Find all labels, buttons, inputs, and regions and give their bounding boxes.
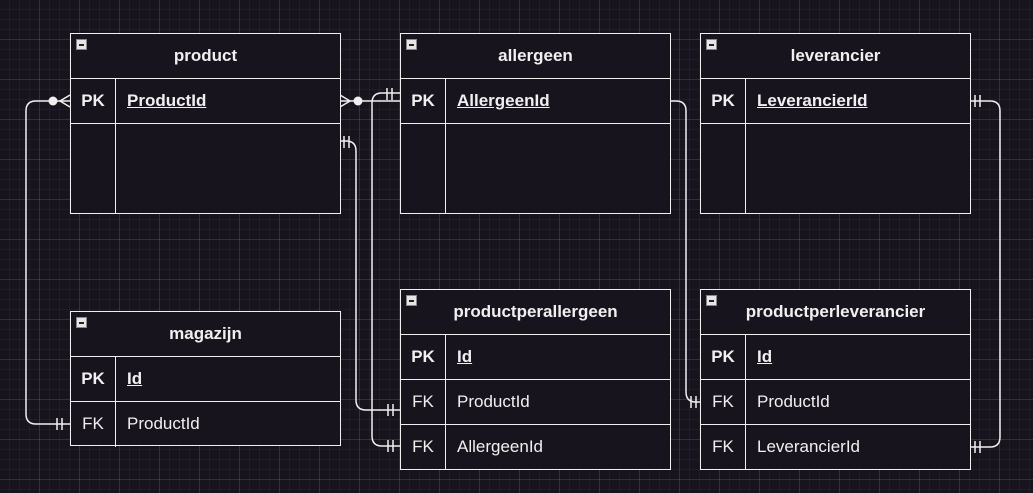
collapse-icon[interactable]: [76, 317, 87, 328]
key-label: PK: [71, 357, 116, 401]
empty-row: [71, 124, 340, 213]
key-label: FK: [401, 425, 446, 470]
zero-circle-icon: [353, 96, 363, 106]
entity-title: leverancier: [790, 46, 881, 65]
entity-header: leverancier: [701, 34, 970, 79]
empty-row: [401, 124, 670, 213]
field-name: ProductId: [127, 414, 200, 433]
key-cell: [71, 124, 116, 213]
collapse-icon[interactable]: [76, 39, 87, 50]
entity-title: magazijn: [169, 324, 242, 343]
relationship-product-magazijn: [25, 100, 70, 425]
entity-title: product: [173, 46, 238, 65]
collapse-icon[interactable]: [406, 39, 417, 50]
key-label: FK: [401, 380, 446, 424]
key-label: FK: [701, 425, 746, 470]
field-name: Id: [757, 347, 773, 366]
field-name: LeverancierId: [757, 437, 861, 456]
table-row[interactable]: PK LeverancierId: [701, 79, 970, 124]
key-label: PK: [701, 335, 746, 379]
collapse-icon[interactable]: [706, 295, 717, 306]
one-bar-icon: [56, 418, 63, 430]
table-row[interactable]: PK Id: [401, 335, 670, 380]
entity-title: productperleverancier: [745, 302, 926, 321]
table-row[interactable]: PK ProductId: [71, 79, 340, 124]
crow-foot-icon: [339, 94, 352, 108]
one-bar-icon: [690, 396, 697, 408]
field-name: ProductId: [127, 91, 207, 110]
table-row[interactable]: PK Id: [701, 335, 970, 380]
key-label: PK: [401, 79, 446, 123]
key-label: PK: [401, 335, 446, 379]
entity-header: product: [71, 34, 340, 79]
one-bar-icon: [974, 95, 981, 107]
key-label: PK: [701, 79, 746, 123]
field-name: ProductId: [757, 392, 830, 411]
table-row[interactable]: FK LeverancierId: [701, 425, 970, 470]
zero-circle-icon: [48, 96, 58, 106]
one-bar-icon: [974, 441, 981, 453]
relationship-product-productperallergeen: [340, 140, 400, 411]
one-bar-icon: [343, 136, 350, 148]
field-name: AllergeenId: [457, 437, 544, 456]
field-name: AllergeenId: [457, 91, 550, 110]
table-row[interactable]: FK ProductId: [71, 402, 340, 447]
relationship-allergeen-productperallergeen-route: [371, 92, 400, 447]
entity-productperleverancier[interactable]: productperleverancier PK Id FK ProductId…: [700, 289, 971, 470]
field-name: ProductId: [457, 392, 530, 411]
empty-row: [701, 124, 970, 213]
field-name: Id: [457, 347, 473, 366]
table-row[interactable]: PK AllergeenId: [401, 79, 670, 124]
entity-title: productperallergeen: [453, 302, 618, 321]
table-row[interactable]: FK ProductId: [401, 380, 670, 425]
entity-header: productperleverancier: [701, 290, 970, 335]
collapse-icon[interactable]: [706, 39, 717, 50]
key-label: PK: [71, 79, 116, 123]
collapse-icon[interactable]: [406, 295, 417, 306]
key-cell: [401, 124, 446, 213]
crow-foot-icon: [58, 94, 71, 108]
relationship-leverancier-productperleverancier: [970, 100, 1001, 448]
one-bar-icon: [387, 404, 394, 416]
entity-title: allergeen: [498, 46, 573, 65]
table-row[interactable]: FK ProductId: [701, 380, 970, 425]
entity-allergeen[interactable]: allergeen PK AllergeenId: [400, 33, 671, 214]
field-name: LeverancierId: [757, 91, 868, 110]
one-bar-icon: [387, 440, 394, 452]
key-cell: [701, 124, 746, 213]
key-label: FK: [71, 402, 116, 447]
table-row[interactable]: FK AllergeenId: [401, 425, 670, 470]
field-name: Id: [127, 369, 143, 388]
entity-leverancier[interactable]: leverancier PK LeverancierId: [700, 33, 971, 214]
entity-header: allergeen: [401, 34, 670, 79]
entity-header: magazijn: [71, 312, 340, 357]
key-label: FK: [701, 380, 746, 424]
table-row[interactable]: PK Id: [71, 357, 340, 402]
entity-header: productperallergeen: [401, 290, 670, 335]
one-bar-icon: [386, 88, 393, 100]
entity-productperallergeen[interactable]: productperallergeen PK Id FK ProductId F…: [400, 289, 671, 470]
entity-magazijn[interactable]: magazijn PK Id FK ProductId: [70, 311, 341, 447]
entity-product[interactable]: product PK ProductId: [70, 33, 341, 214]
